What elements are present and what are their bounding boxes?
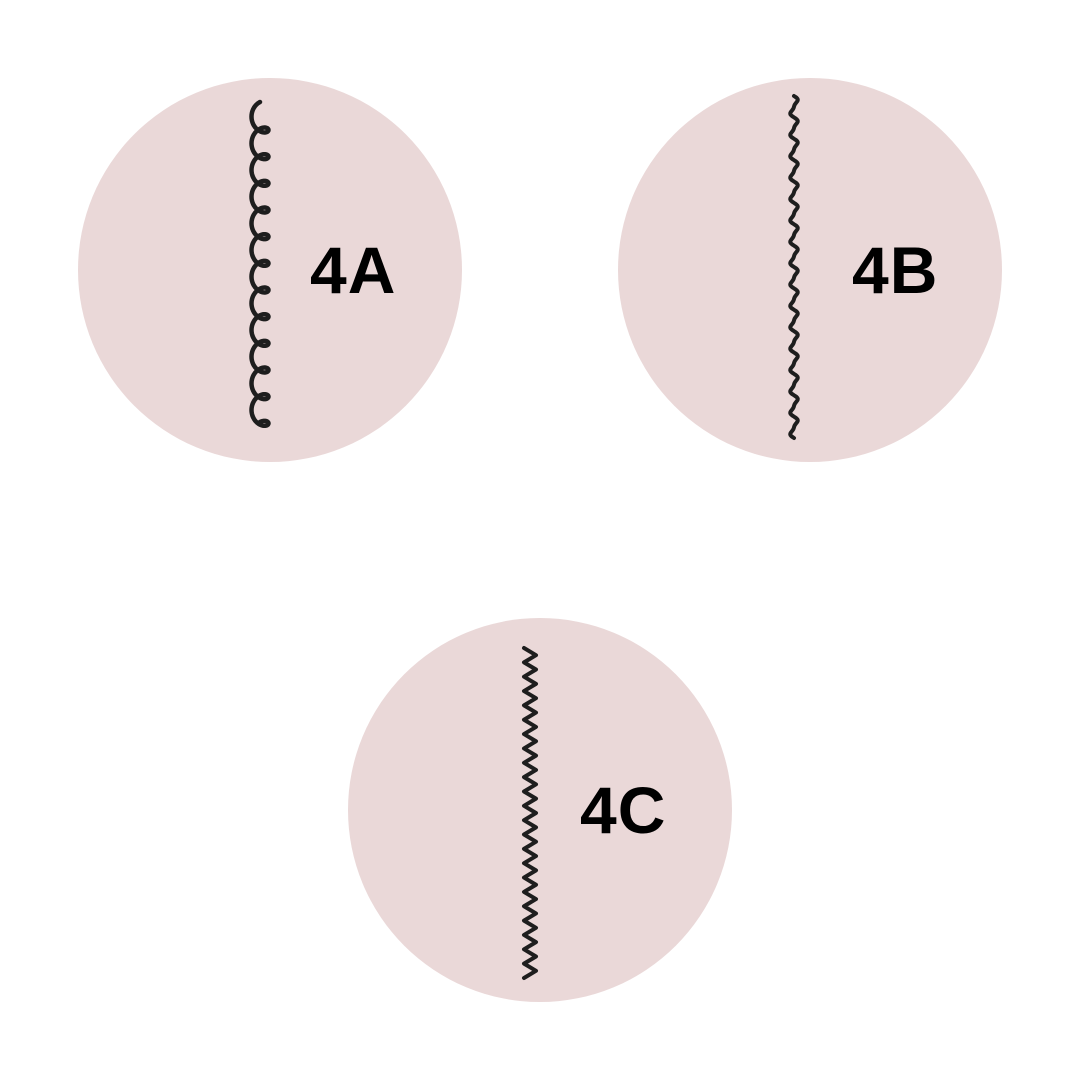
hair-type-label-4a: 4A [310,233,397,307]
coily-loop-icon [249,99,271,429]
s-wave-icon [788,94,800,440]
hair-type-label-4c: 4C [580,773,667,847]
hair-type-4c-badge: 4C [348,618,732,1002]
hair-type-4b-badge: 4B [618,78,1002,462]
hair-type-label-4b: 4B [852,233,939,307]
zigzag-icon [522,646,538,980]
hair-type-4a-badge: 4A [78,78,462,462]
